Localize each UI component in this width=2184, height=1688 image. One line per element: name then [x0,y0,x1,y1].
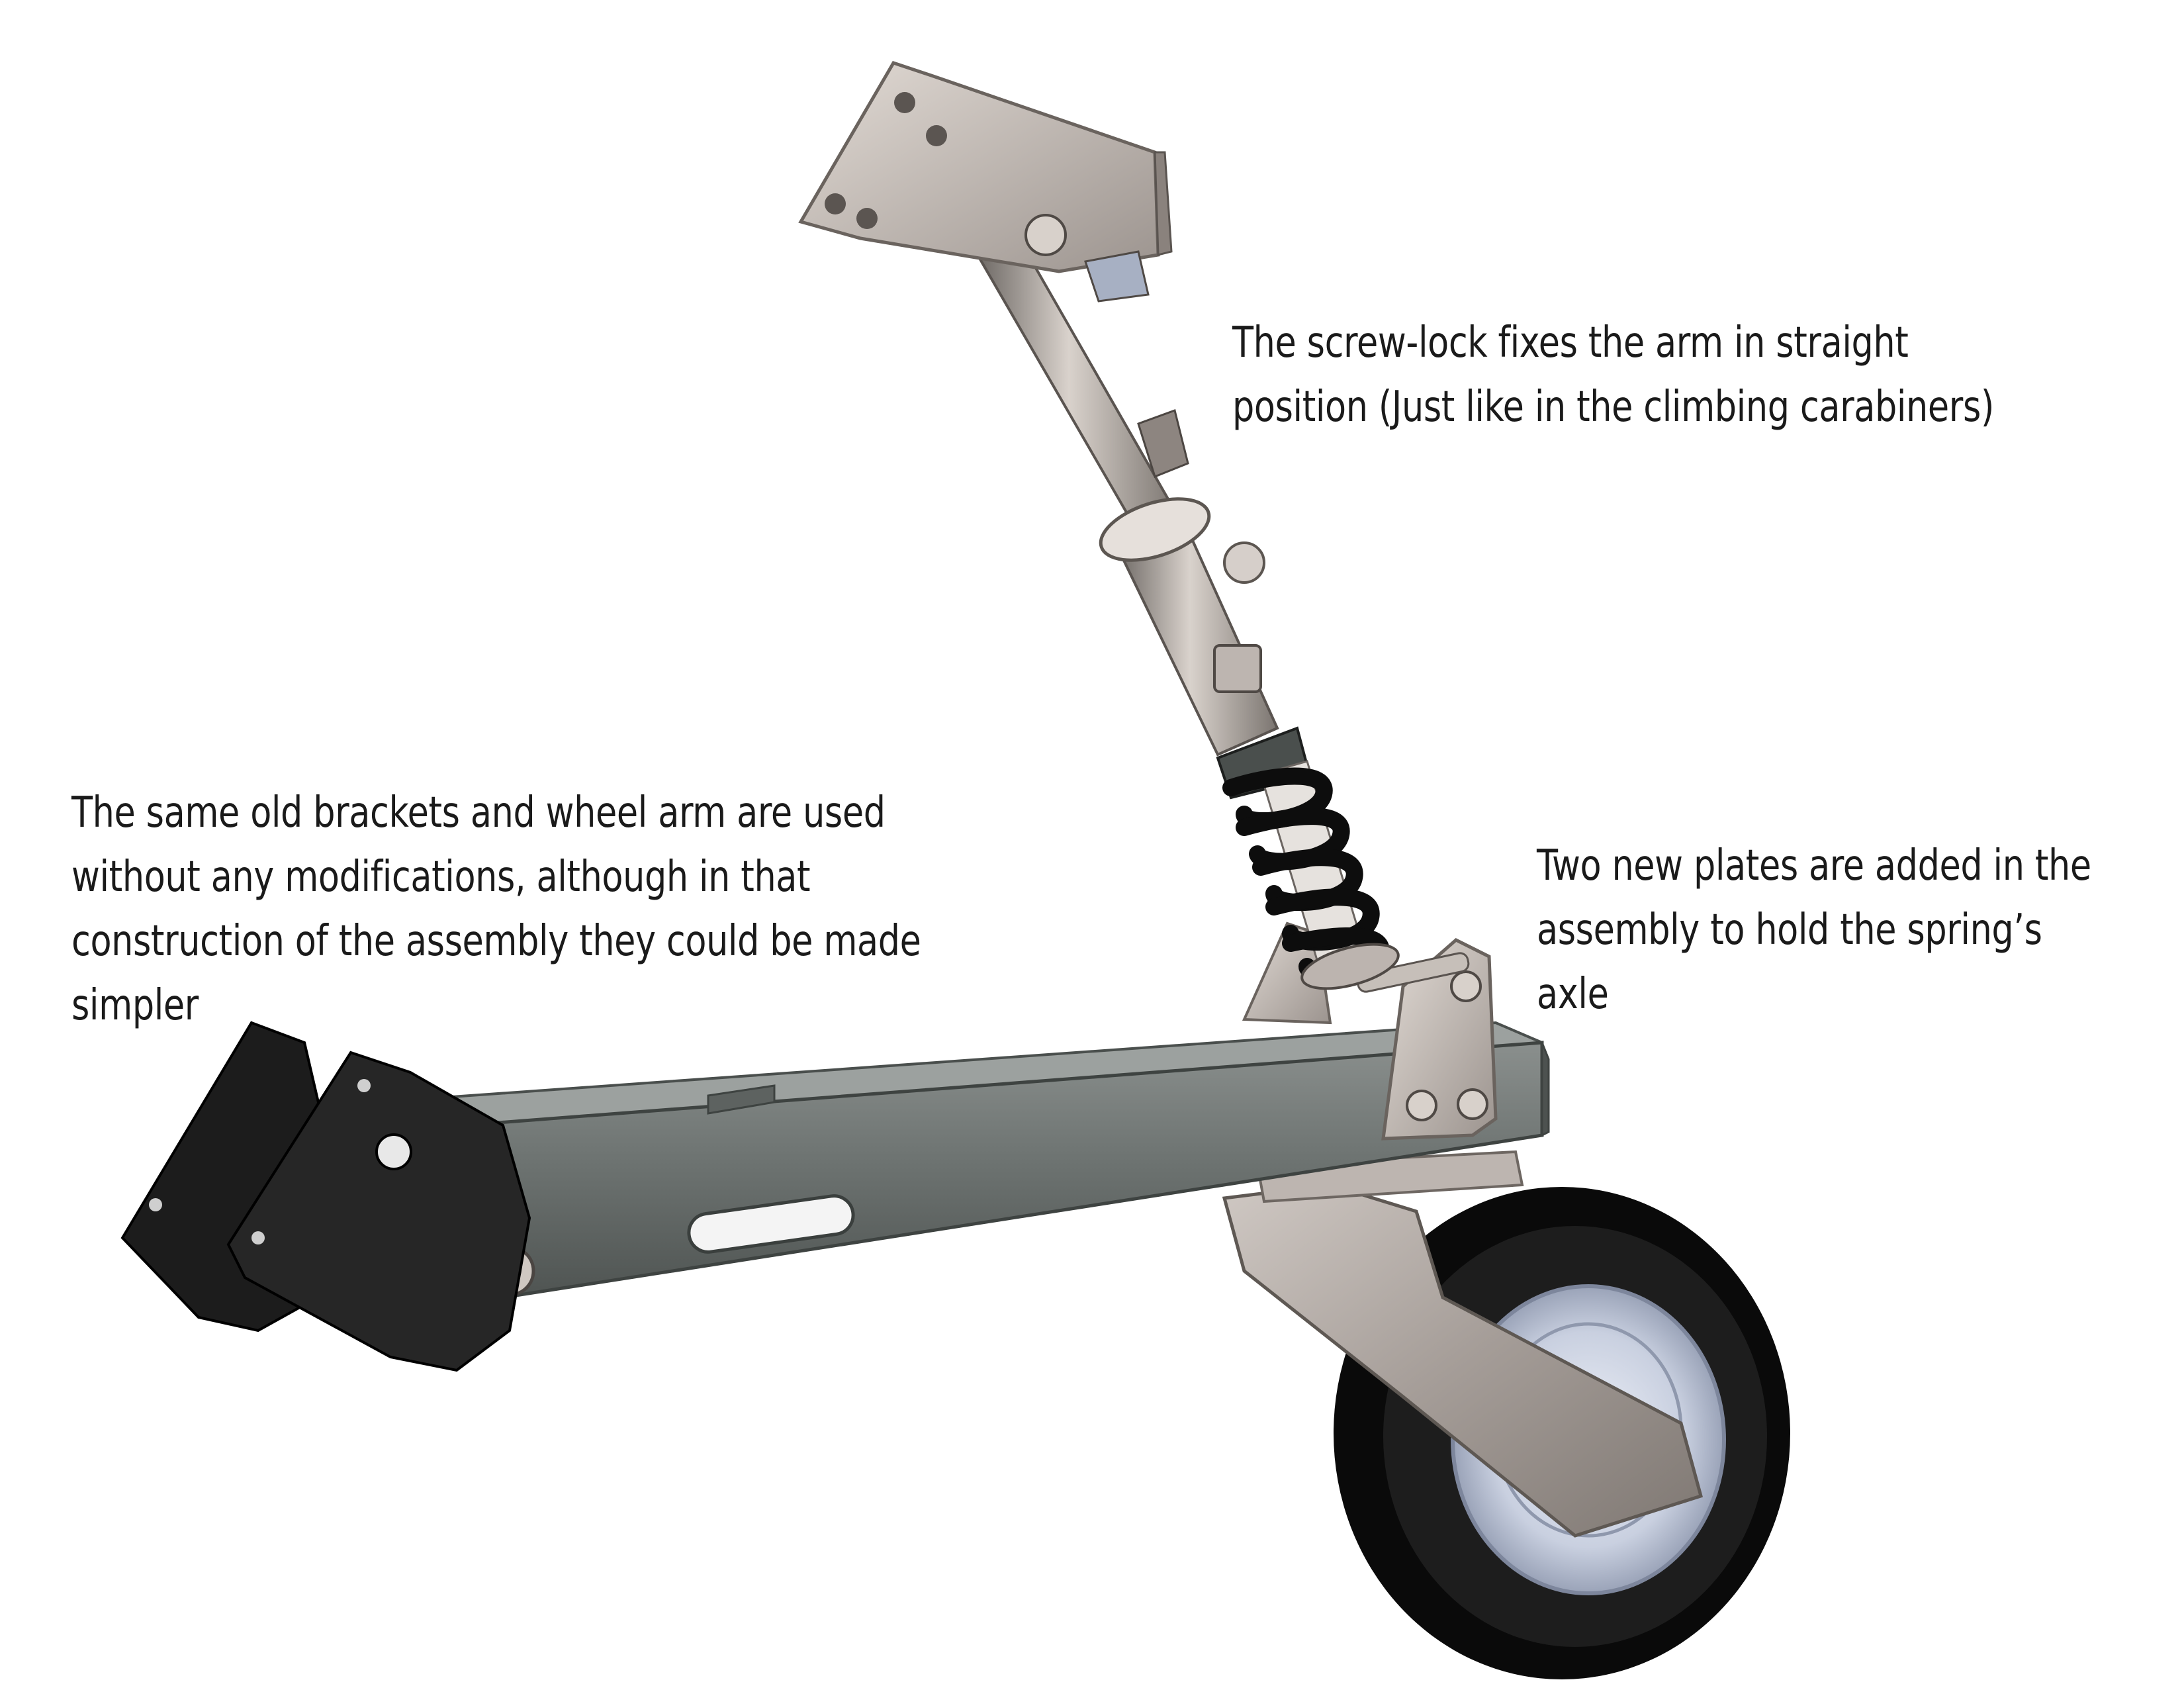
mounting-brackets [120,1021,531,1372]
annotation-line: assembly to hold the spring’s [1537,906,2042,955]
annotation-line: construction of the assembly they could … [71,917,921,966]
annotation-line: position (Just like in the climbing cara… [1232,383,1994,432]
bracket-hole [149,1198,162,1211]
plate-bolt [1406,1090,1437,1121]
annotation-line: axle [1537,970,1609,1019]
lock-pin [1223,541,1265,584]
top-bracket-side [1154,151,1173,256]
annotation-plates: Two new plates are added in the assembly… [1537,834,2091,1027]
bracket-hole [856,208,878,229]
annotation-line: without any modifications, although in t… [71,853,811,902]
axle-nut [1450,970,1482,1002]
annotation-screw-lock: The screw-lock fixes the arm in straight… [1232,311,1994,440]
rod-bolt-head [1213,644,1262,693]
annotation-line: Two new plates are added in the [1537,841,2091,890]
plate-bolt [1457,1088,1488,1120]
upper-rod [978,243,1180,535]
bracket-hole [894,92,915,113]
threaded-section [1137,409,1189,478]
arm-slot [687,1194,855,1254]
shock-absorber [978,243,1400,990]
annotation-brackets: The same old brackets and wheel arm are … [71,781,921,1038]
top-mount-bracket [798,60,1173,303]
annotation-line: simpler [71,981,199,1030]
bracket-hole [825,193,846,214]
spring-seat-bottom [1300,943,1400,990]
bracket-hole [926,125,947,146]
screw-lock-nut [1099,497,1211,562]
top-bracket-face [798,60,1160,273]
bracket-hole [251,1231,265,1244]
arm-recess [707,1084,776,1115]
wheel-arm [420,1021,1550,1299]
bracket-hole [375,1133,412,1170]
annotation-line: The screw-lock fixes the arm in straight [1232,318,1909,367]
bracket-front [226,1051,531,1372]
top-bolt [1024,214,1067,256]
top-clamp [1084,250,1150,303]
annotation-line: The same old brackets and wheel arm are … [71,788,886,837]
arm-end-face [1541,1042,1550,1137]
bracket-hole [357,1079,371,1092]
fork-plate [1222,1183,1704,1538]
spring-plates [1242,921,1498,1141]
